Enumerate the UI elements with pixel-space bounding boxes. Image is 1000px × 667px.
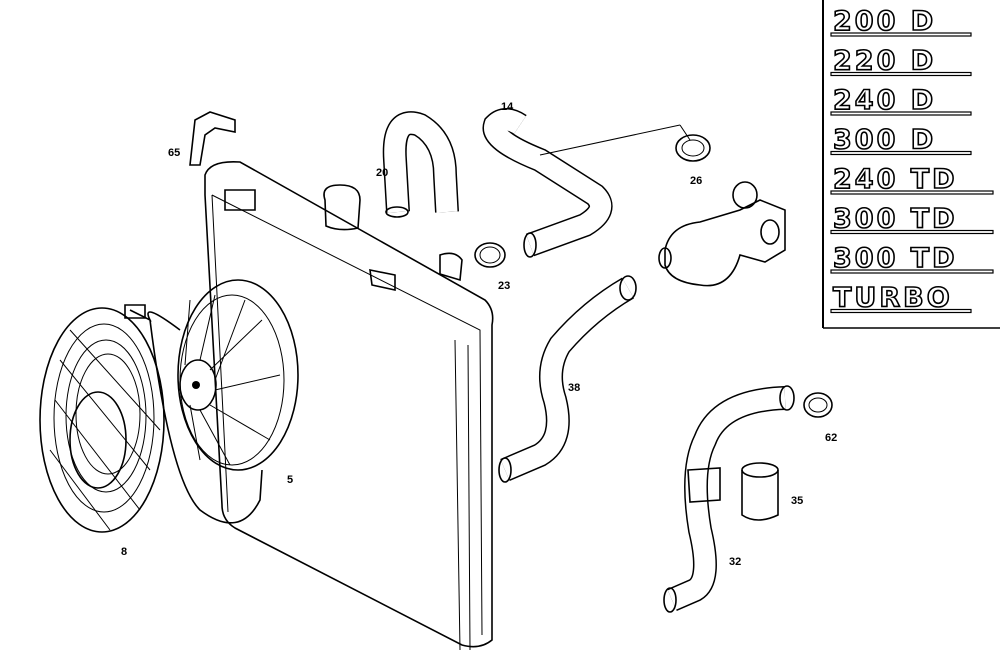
badge-underline [830,111,972,116]
hose-clamps [474,134,833,418]
hoses [382,108,795,613]
model-badge: 220 D [833,46,936,77]
badge-underline [830,71,972,77]
badge-underline [830,32,972,37]
bracket-65 [189,111,236,166]
model-badge: 240 TD [833,164,958,195]
model-badge: 300 TD [833,243,958,274]
model-badge: 200 D [833,6,936,37]
badge-underline [830,190,994,195]
callout-5: 5 [287,474,293,486]
callout-65: 65 [168,147,180,159]
callout-labels: 65 20 14 26 23 38 5 8 62 35 32 [121,101,837,568]
callout-26: 26 [690,175,702,187]
callout-20: 20 [376,167,388,179]
badge-underline [830,229,994,235]
callout-35: 35 [791,495,803,507]
callout-14: 14 [501,101,514,113]
badge-underline [830,308,972,314]
badge-underline [830,150,972,156]
callout-62: 62 [825,432,837,444]
model-badge: 300 D [833,125,936,156]
sleeve-35 [741,462,779,521]
badge-underline [830,269,994,274]
callout-38: 38 [568,382,580,394]
radiator [204,160,494,651]
model-badge: 300 TD [833,204,958,235]
fan-shroud [39,307,165,533]
callout-32: 32 [729,556,741,568]
model-badge: 240 D [833,85,936,116]
model-badge: TURBO [833,283,953,314]
callout-8: 8 [121,546,127,558]
thermostat-housing [539,124,786,287]
model-badge-panel: 200 D 220 D 240 D 300 D 240 TD 300 TD 300 TD TU… [822,0,1000,329]
callout-23: 23 [498,280,510,292]
fan-motor [124,279,299,524]
